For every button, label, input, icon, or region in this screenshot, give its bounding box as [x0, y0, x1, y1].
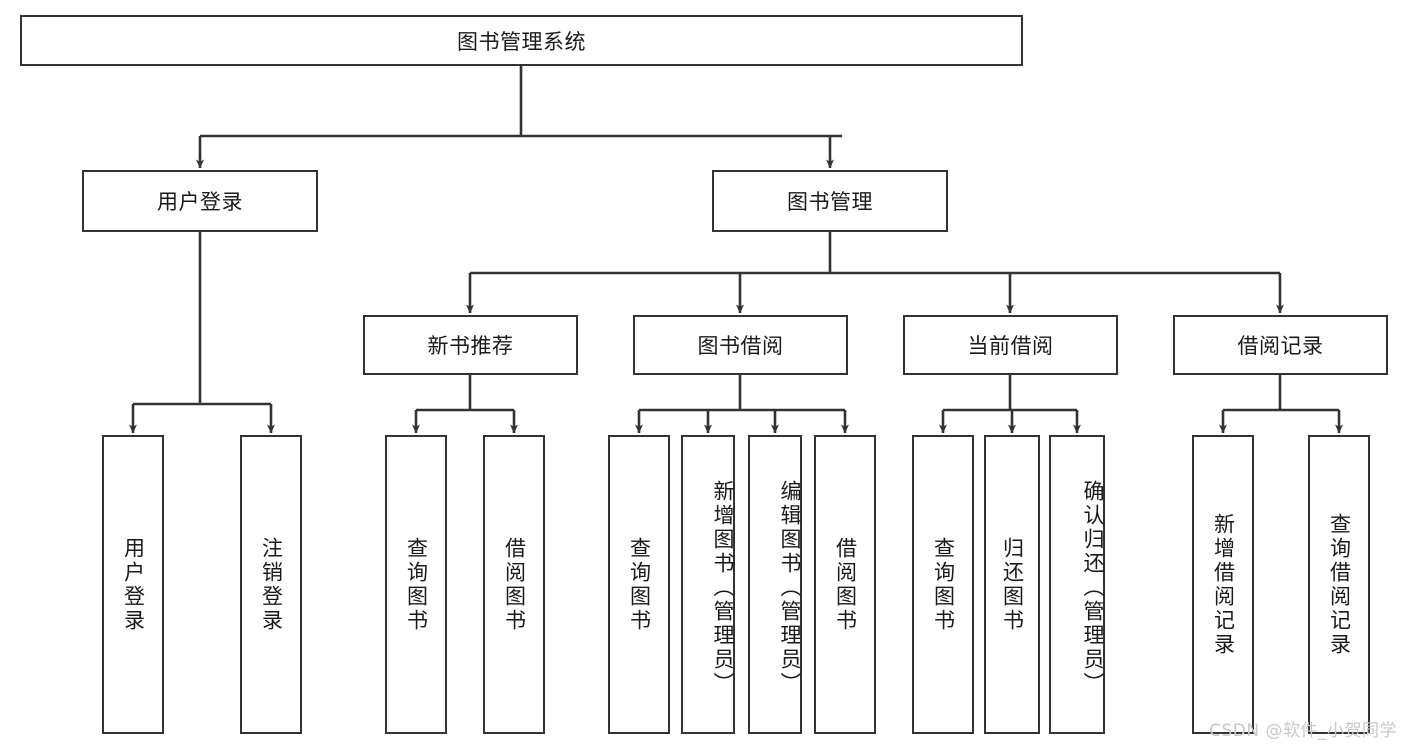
csdn-watermark: CSDN @软件_小贺同学 — [1209, 721, 1397, 741]
node-leaf-logout[interactable]: 注销登录 — [240, 435, 302, 734]
node-book-management[interactable]: 图书管理 — [712, 170, 948, 232]
node-leaf-confirm-return-admin[interactable]: 确认归还（管理员） — [1049, 435, 1105, 734]
node-leaf-return-book[interactable]: 归还图书 — [984, 435, 1040, 734]
node-new-book-recommend[interactable]: 新书推荐 — [363, 315, 578, 375]
node-user-login-label: 用户登录 — [157, 190, 243, 214]
node-leaf-add-book-admin[interactable]: 新增图书（管理员） — [681, 435, 735, 734]
node-leaf-edit-book-admin[interactable]: 编辑图书（管理员） — [748, 435, 802, 734]
node-leaf-query-book-borrow-label: 查询图书 — [627, 536, 652, 633]
node-leaf-confirm-return-admin-label: 确认归还（管理员） — [1081, 479, 1105, 696]
node-new-book-recommend-label: 新书推荐 — [427, 334, 514, 358]
node-leaf-query-book-new[interactable]: 查询图书 — [385, 435, 447, 734]
node-leaf-query-borrow-record[interactable]: 查询借阅记录 — [1308, 435, 1370, 734]
node-book-management-label: 图书管理 — [787, 190, 873, 214]
node-book-borrow-label: 图书借阅 — [697, 334, 784, 358]
node-leaf-query-borrow-record-label: 查询借阅记录 — [1327, 512, 1352, 657]
node-leaf-borrow-book-new-label: 借阅图书 — [502, 536, 527, 633]
node-root-system[interactable]: 图书管理系统 — [20, 15, 1023, 66]
node-borrow-records[interactable]: 借阅记录 — [1173, 315, 1388, 375]
node-leaf-lend-book[interactable]: 借阅图书 — [814, 435, 876, 734]
node-leaf-query-book-borrow[interactable]: 查询图书 — [608, 435, 670, 734]
node-leaf-query-book-current-label: 查询图书 — [931, 536, 956, 633]
node-leaf-lend-book-label: 借阅图书 — [833, 536, 858, 633]
node-current-borrow-label: 当前借阅 — [967, 334, 1054, 358]
node-leaf-user-login-label: 用户登录 — [121, 536, 146, 633]
node-leaf-add-borrow-record-label: 新增借阅记录 — [1211, 512, 1236, 657]
node-root-system-label: 图书管理系统 — [457, 29, 586, 54]
node-leaf-user-login[interactable]: 用户登录 — [102, 435, 164, 734]
node-leaf-add-book-admin-label: 新增图书（管理员） — [711, 479, 735, 696]
node-leaf-add-borrow-record[interactable]: 新增借阅记录 — [1192, 435, 1254, 734]
node-current-borrow[interactable]: 当前借阅 — [903, 315, 1118, 375]
node-user-login[interactable]: 用户登录 — [82, 170, 318, 232]
node-leaf-query-book-new-label: 查询图书 — [404, 536, 429, 633]
node-leaf-borrow-book-new[interactable]: 借阅图书 — [483, 435, 545, 734]
node-leaf-return-book-label: 归还图书 — [1000, 536, 1025, 633]
node-leaf-query-book-current[interactable]: 查询图书 — [912, 435, 974, 734]
node-book-borrow[interactable]: 图书借阅 — [633, 315, 848, 375]
node-leaf-edit-book-admin-label: 编辑图书（管理员） — [778, 479, 802, 696]
node-borrow-records-label: 借阅记录 — [1237, 334, 1324, 358]
node-leaf-logout-label: 注销登录 — [259, 536, 284, 633]
